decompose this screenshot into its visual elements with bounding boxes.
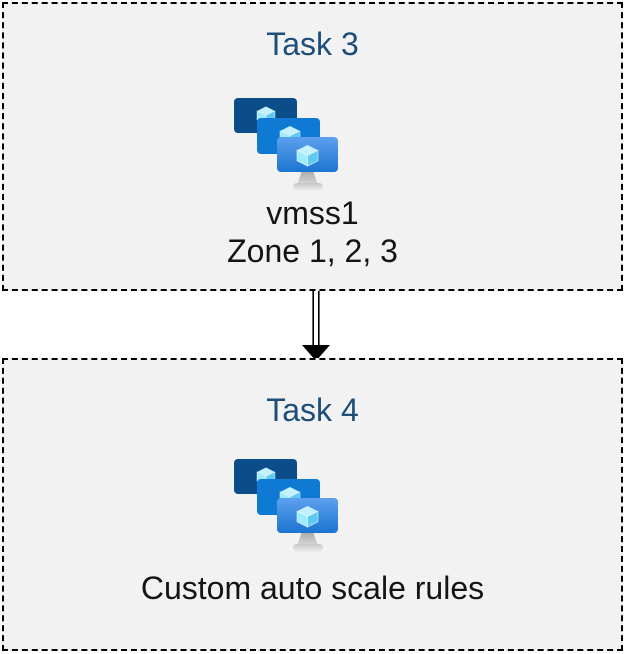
task3-box: Task 3 vmss1 Zone 1, 2, 3 — [2, 2, 623, 291]
task3-title: Task 3 — [266, 26, 359, 62]
task4-labels: Custom auto scale rules — [4, 568, 621, 608]
task4-box: Task 4 Custom auto scale rules — [2, 358, 623, 651]
zones-label: Zone 1, 2, 3 — [227, 233, 398, 269]
vm-scale-sets-icon — [234, 459, 338, 554]
autoscale-rules-label: Custom auto scale rules — [140, 570, 485, 606]
task4-title: Task 4 — [266, 392, 359, 428]
vm-scale-sets-icon — [234, 98, 338, 193]
vmss-name-label: vmss1 — [266, 195, 359, 231]
task3-labels: vmss1 Zone 1, 2, 3 — [4, 194, 621, 270]
down-arrow-icon — [302, 291, 330, 361]
